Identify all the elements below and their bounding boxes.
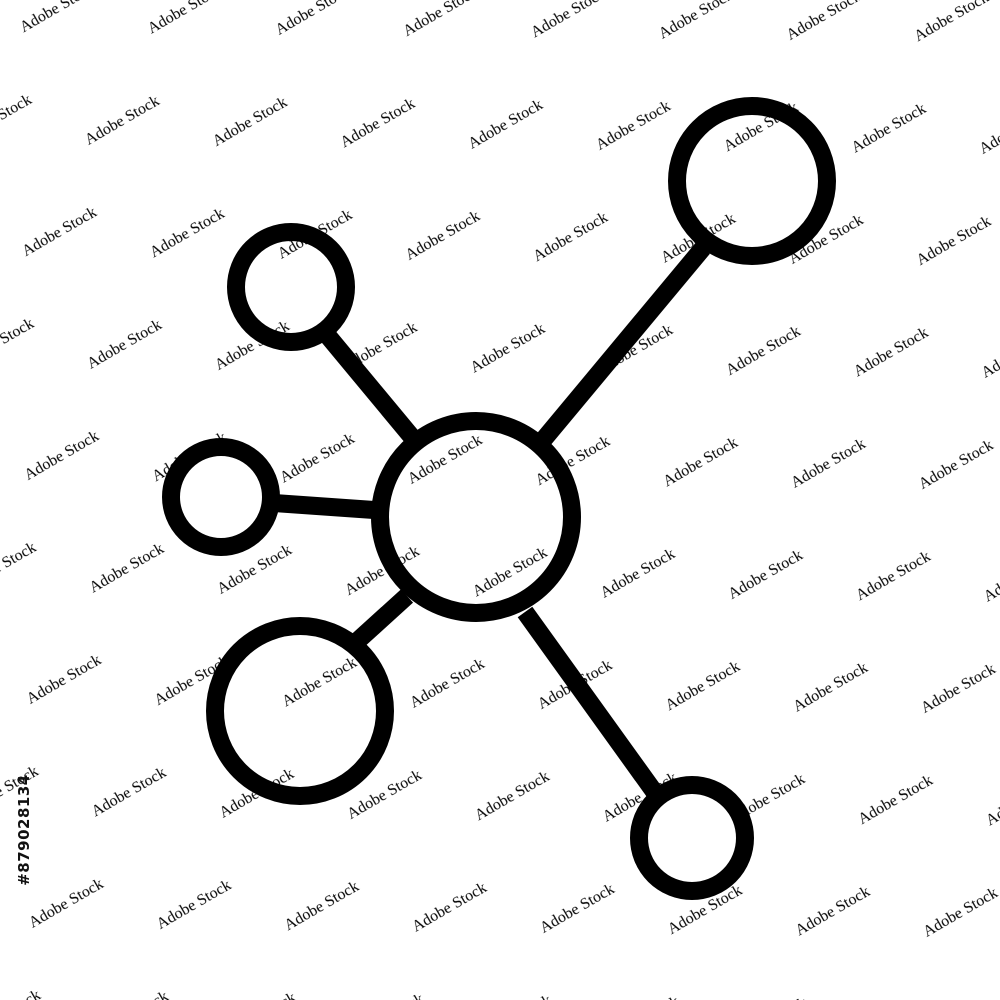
center-node [371, 412, 581, 622]
node-top-right [668, 97, 836, 265]
stock-id-label: #879028134 [14, 765, 34, 895]
edge-top-right [532, 242, 710, 451]
network-graph [162, 97, 836, 900]
edge-bottom-right [517, 606, 666, 803]
node-bottom-left [206, 617, 394, 805]
node-top-left [227, 223, 355, 351]
edge-top-left [316, 324, 423, 448]
edge-bottom-left [346, 589, 414, 652]
stock-id-text: #879028134 [15, 774, 34, 886]
node-bottom-right [630, 776, 754, 900]
edge-left [273, 494, 375, 519]
node-left [162, 438, 280, 556]
